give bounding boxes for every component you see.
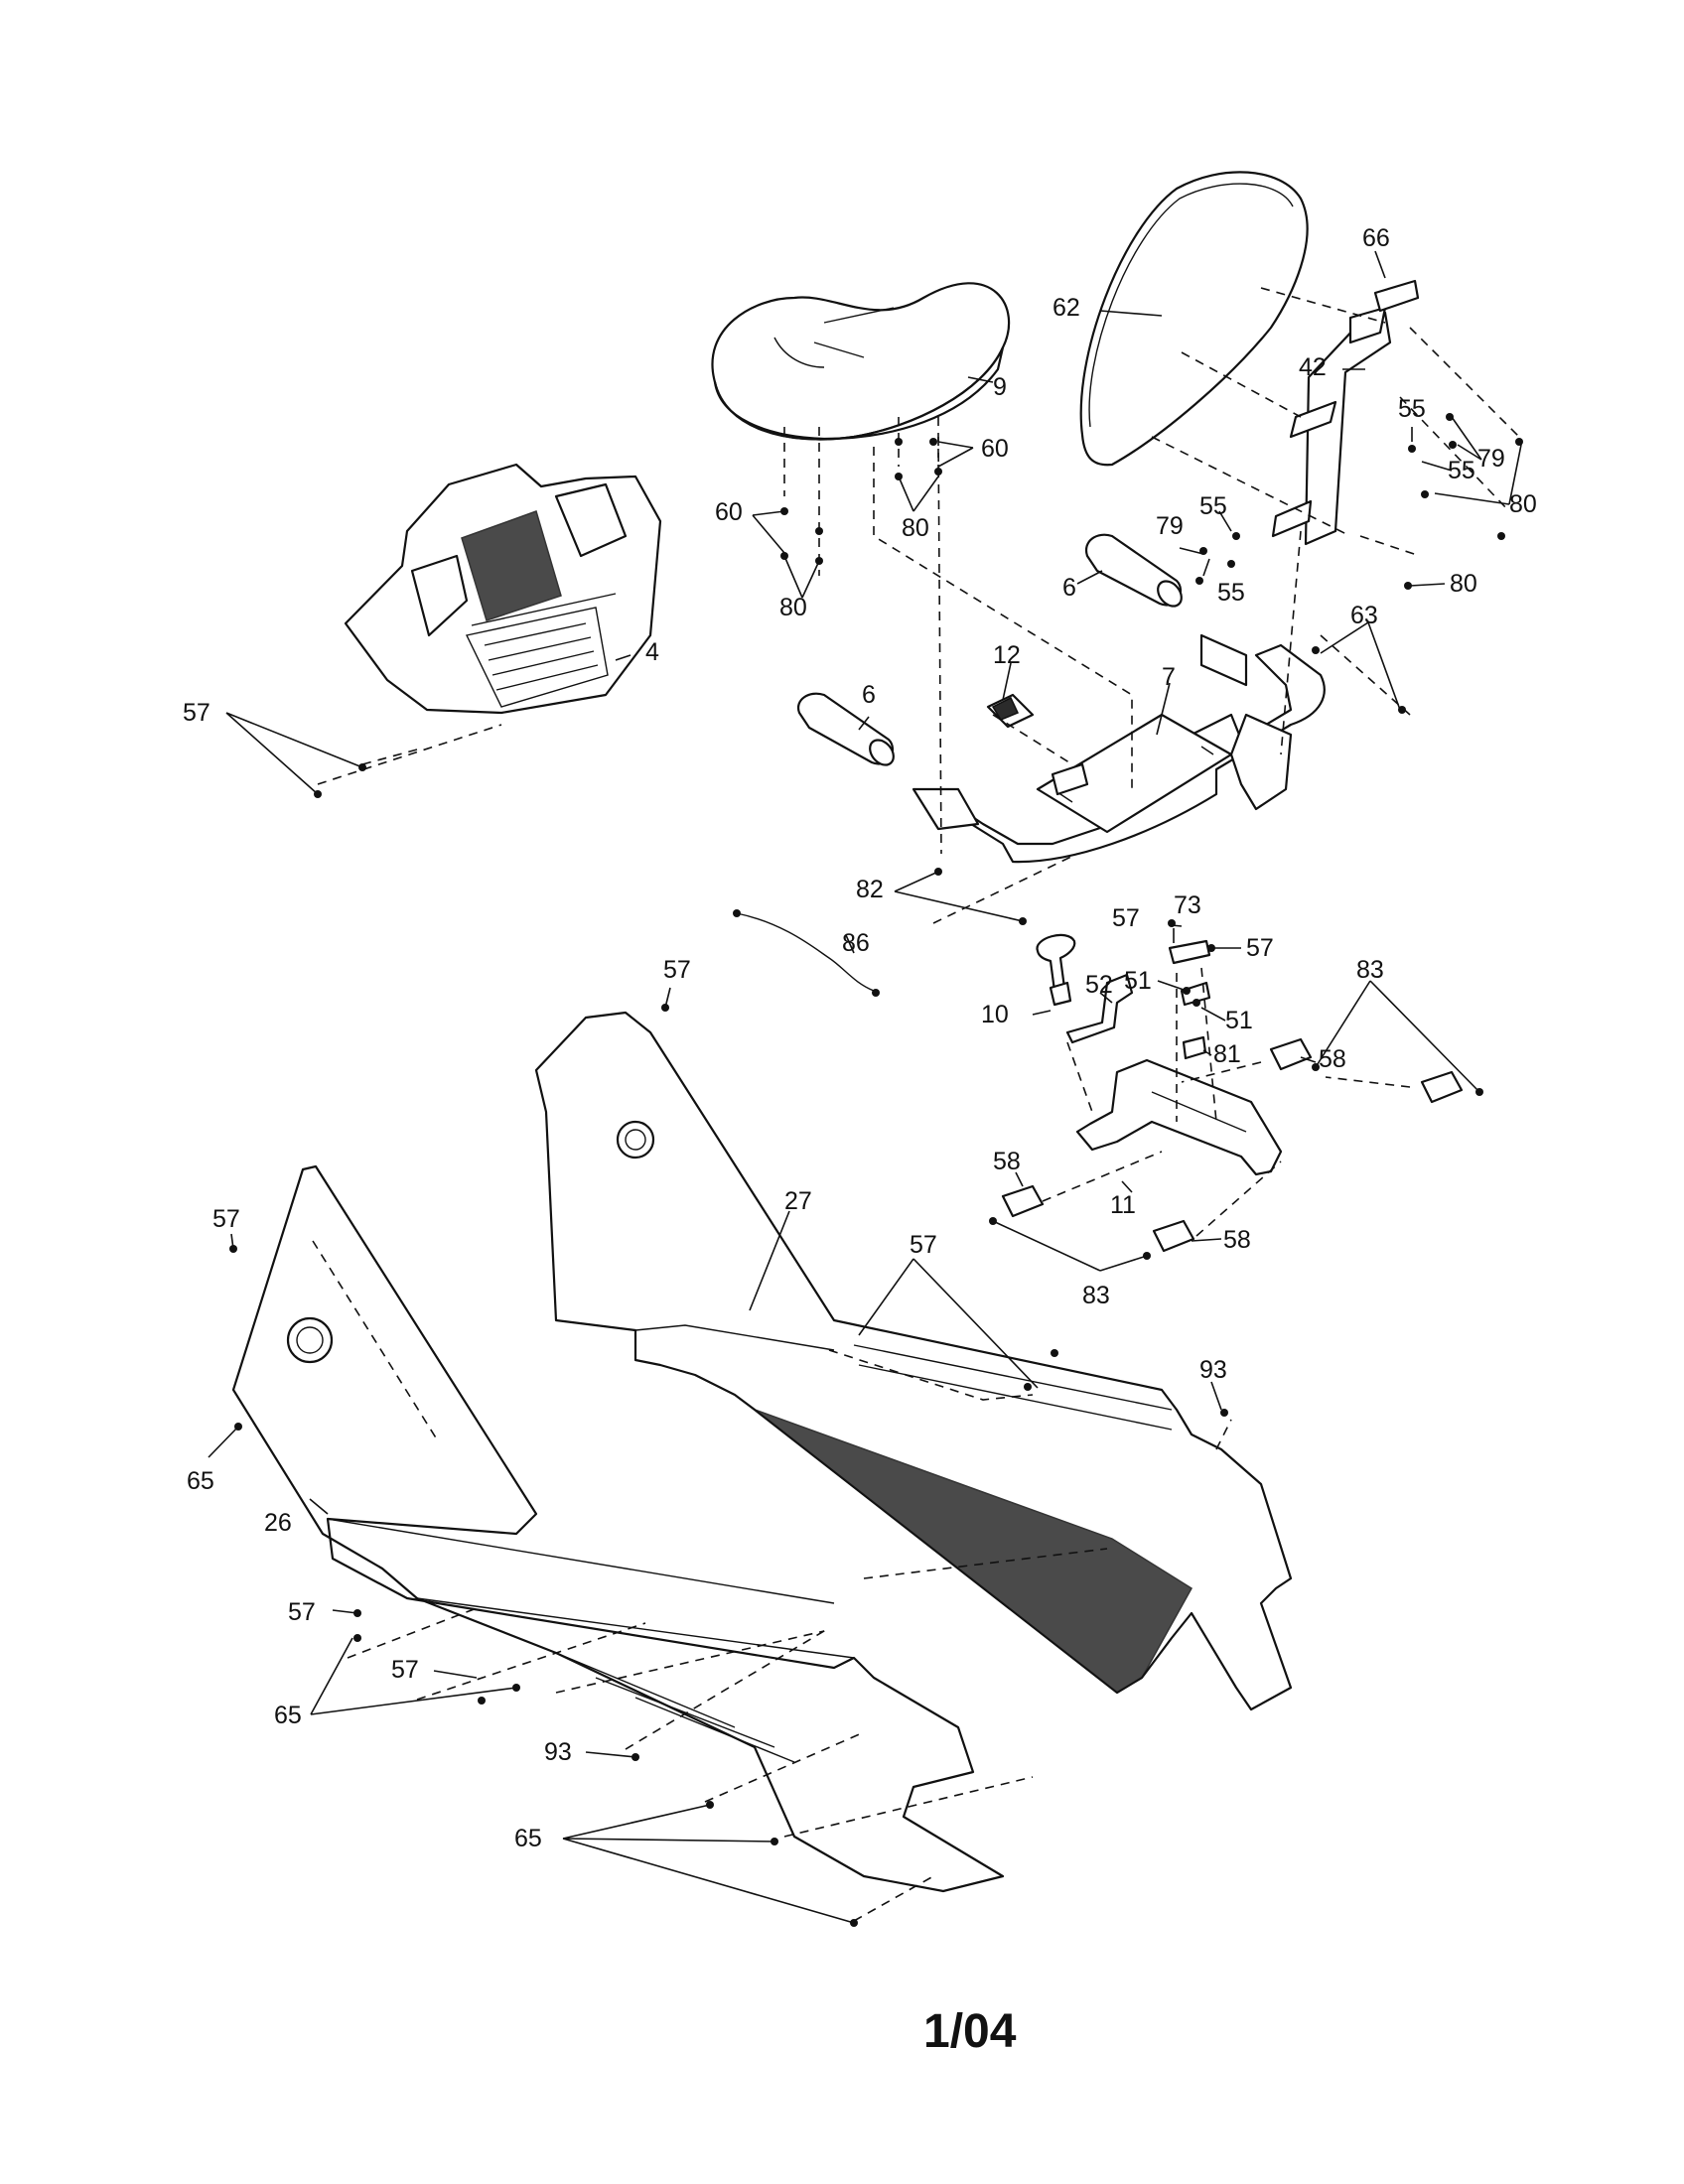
label-57: 57 — [1112, 904, 1140, 932]
plate-part-73 — [1168, 939, 1211, 965]
fasteners — [229, 413, 1523, 1927]
label-42: 42 — [1299, 353, 1327, 381]
page-number: 1/04 — [923, 2005, 1017, 2058]
label-58: 58 — [993, 1148, 1021, 1175]
label-4: 4 — [645, 638, 659, 666]
assembly-lines — [317, 287, 1520, 1922]
label-12: 12 — [993, 641, 1021, 669]
spacer-part-81 — [1182, 1035, 1207, 1060]
label-83: 83 — [1082, 1282, 1110, 1309]
label-55: 55 — [1448, 457, 1475, 484]
console-part-4 — [344, 463, 662, 715]
label-93: 93 — [544, 1738, 572, 1766]
label-60: 60 — [981, 435, 1009, 463]
label-65: 65 — [514, 1825, 542, 1852]
label-57: 57 — [910, 1231, 937, 1259]
label-52: 52 — [1085, 971, 1113, 999]
label-79: 79 — [1477, 445, 1505, 473]
label-57: 57 — [212, 1205, 240, 1233]
label-6: 6 — [1062, 574, 1076, 602]
label-51: 51 — [1225, 1007, 1253, 1034]
foot-caps-part-58 — [1001, 1037, 1464, 1253]
label-7: 7 — [1162, 663, 1176, 691]
part-labels: 66 62 42 55 79 55 80 79 55 55 80 9 60 60… — [183, 224, 1537, 1852]
seat-frame-part-7 — [912, 633, 1326, 864]
label-65: 65 — [274, 1702, 302, 1729]
seat-part-9 — [711, 282, 1011, 441]
label-58: 58 — [1223, 1226, 1251, 1254]
label-55: 55 — [1217, 579, 1245, 607]
label-6: 6 — [862, 681, 876, 709]
knob-part-10 — [1036, 933, 1076, 1007]
label-86: 86 — [842, 929, 870, 957]
label-73: 73 — [1174, 891, 1201, 919]
left-shield-part-26 — [231, 1164, 1005, 1893]
label-80: 80 — [902, 514, 929, 542]
label-57: 57 — [663, 956, 691, 984]
bracket-part-12 — [986, 693, 1035, 729]
wire-harness-part-86 — [733, 909, 880, 997]
label-57: 57 — [183, 699, 210, 727]
label-62: 62 — [1052, 294, 1080, 322]
label-55: 55 — [1199, 492, 1227, 520]
label-26: 26 — [264, 1509, 292, 1537]
label-93: 93 — [1199, 1356, 1227, 1384]
label-57: 57 — [391, 1656, 419, 1684]
label-80: 80 — [779, 594, 807, 621]
label-55: 55 — [1398, 395, 1426, 423]
label-9: 9 — [993, 373, 1007, 401]
label-60: 60 — [715, 498, 743, 526]
grip-part-6-lower — [796, 692, 895, 766]
label-11: 11 — [1110, 1191, 1136, 1219]
seat-back-part-62 — [1079, 171, 1309, 467]
label-80: 80 — [1509, 490, 1537, 518]
label-80: 80 — [1450, 570, 1477, 598]
label-63: 63 — [1350, 602, 1378, 629]
label-10: 10 — [981, 1001, 1009, 1028]
label-82: 82 — [856, 876, 884, 903]
bracket-part-52 — [1065, 973, 1134, 1044]
leader-lines — [208, 250, 1522, 1924]
label-81: 81 — [1213, 1040, 1241, 1068]
grip-part-6-upper — [1084, 533, 1183, 608]
label-66: 66 — [1362, 224, 1390, 252]
label-57: 57 — [288, 1598, 316, 1626]
slide-part-11 — [1075, 981, 1283, 1176]
label-58: 58 — [1319, 1045, 1346, 1073]
label-79: 79 — [1156, 512, 1184, 540]
label-51: 51 — [1124, 967, 1152, 995]
seat-back-bracket-part-42 — [1271, 306, 1392, 546]
label-65: 65 — [187, 1467, 214, 1495]
label-57: 57 — [1246, 934, 1274, 962]
cap-part-66 — [1373, 279, 1420, 313]
label-27: 27 — [784, 1187, 812, 1215]
label-83: 83 — [1356, 956, 1384, 984]
